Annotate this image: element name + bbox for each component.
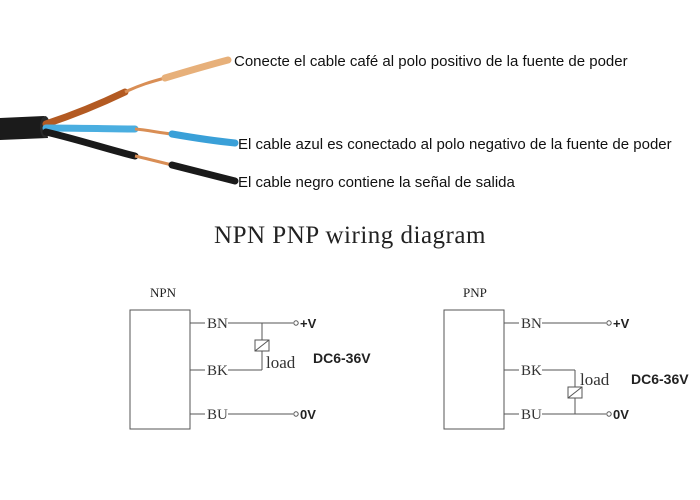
pnp-zero-v-label: 0V [613,407,629,422]
pnp-supply-label: DC6-36V [631,371,689,387]
black-wire-tip [168,161,239,185]
npn-bn-label: BN [207,316,228,332]
brown-wire-copper [124,76,166,94]
brown-wire-tip [161,56,232,82]
black-wire-copper [134,154,173,167]
blue-wire-copper [134,127,173,136]
pnp-bu-label: BU [521,407,542,423]
black-wire-label: El cable negro contiene la señal de sali… [238,174,515,191]
brown-wire [42,88,129,128]
blue-wire [42,124,139,133]
brown-wire-label: Conecte el cable café al polo positivo d… [234,53,628,70]
npn-heading: NPN [150,285,177,300]
pnp-sensor-box [443,309,505,430]
npn-bk-label: BK [207,363,228,379]
npn-supply-label: DC6-36V [313,350,371,366]
pnp-bn-label: BN [521,316,542,332]
pnp-plus-v-label: +V [613,316,630,331]
black-wire [42,128,139,160]
npn-load-label: load [266,353,296,372]
npn-bu-label: BU [207,407,228,423]
pnp-heading: PNP [463,285,487,300]
pnp-bk-label: BK [521,363,542,379]
npn-sensor-box [129,309,191,430]
diagram-title: NPN PNP wiring diagram [214,222,486,249]
pnp-load-label: load [580,370,610,389]
blue-wire-tip [168,130,239,147]
cable-jacket [0,116,48,140]
npn-plus-v-label: +V [300,316,317,331]
blue-wire-label: El cable azul es conectado al polo negat… [238,136,672,153]
npn-diagram [129,309,299,430]
pnp-diagram [443,309,612,430]
npn-zero-v-label: 0V [300,407,316,422]
